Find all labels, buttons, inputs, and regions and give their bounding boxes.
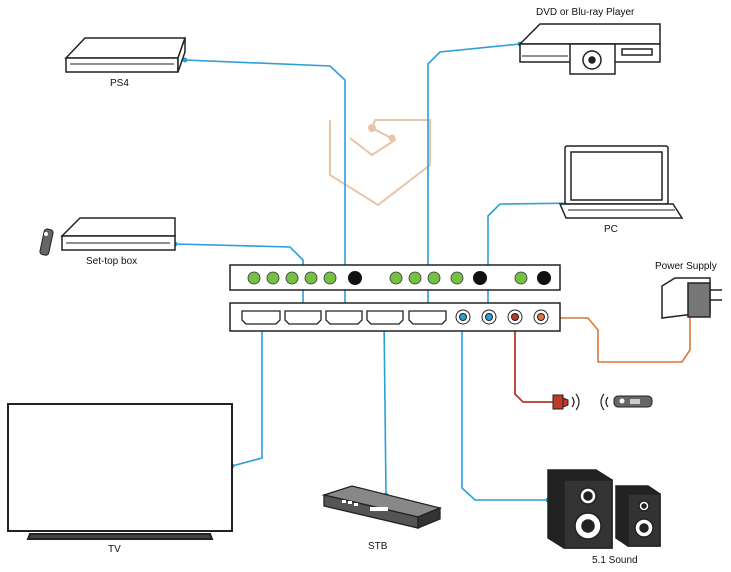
label-settop: Set-top box — [86, 256, 138, 267]
watermark-logo-icon — [329, 119, 431, 207]
matrix-switch-back-panel — [229, 302, 561, 332]
label-ps4: PS4 — [110, 78, 129, 89]
speaker-icon — [547, 469, 661, 549]
remote-icon — [39, 228, 54, 256]
dvd-player-icon — [518, 23, 661, 75]
label-sound: 5.1 Sound — [592, 555, 638, 566]
tv-icon — [7, 403, 233, 540]
network-switch-icon — [321, 485, 443, 529]
cable-ps4 — [184, 59, 346, 318]
label-power: Power Supply — [655, 261, 717, 272]
label-tv: TV — [108, 544, 121, 555]
label-dvd: DVD or Blu-ray Player — [536, 7, 635, 18]
ir-emitter-icon — [552, 393, 609, 411]
remote-control-icon — [613, 395, 653, 408]
set-top-box-icon — [60, 217, 176, 251]
cable-pc — [487, 202, 584, 318]
laptop-icon — [558, 145, 684, 219]
matrix-switch-front-panel — [229, 264, 561, 291]
cable-sound — [461, 318, 548, 501]
label-pc: PC — [604, 224, 618, 235]
label-stb: STB — [368, 541, 388, 552]
cable-ir — [514, 318, 553, 403]
cable-stb — [383, 317, 387, 496]
ps4-console-icon — [64, 37, 187, 73]
cable-dvd — [427, 43, 521, 318]
power-adapter-icon — [661, 277, 722, 319]
cable-power — [547, 317, 691, 363]
cable-tv — [231, 318, 263, 467]
